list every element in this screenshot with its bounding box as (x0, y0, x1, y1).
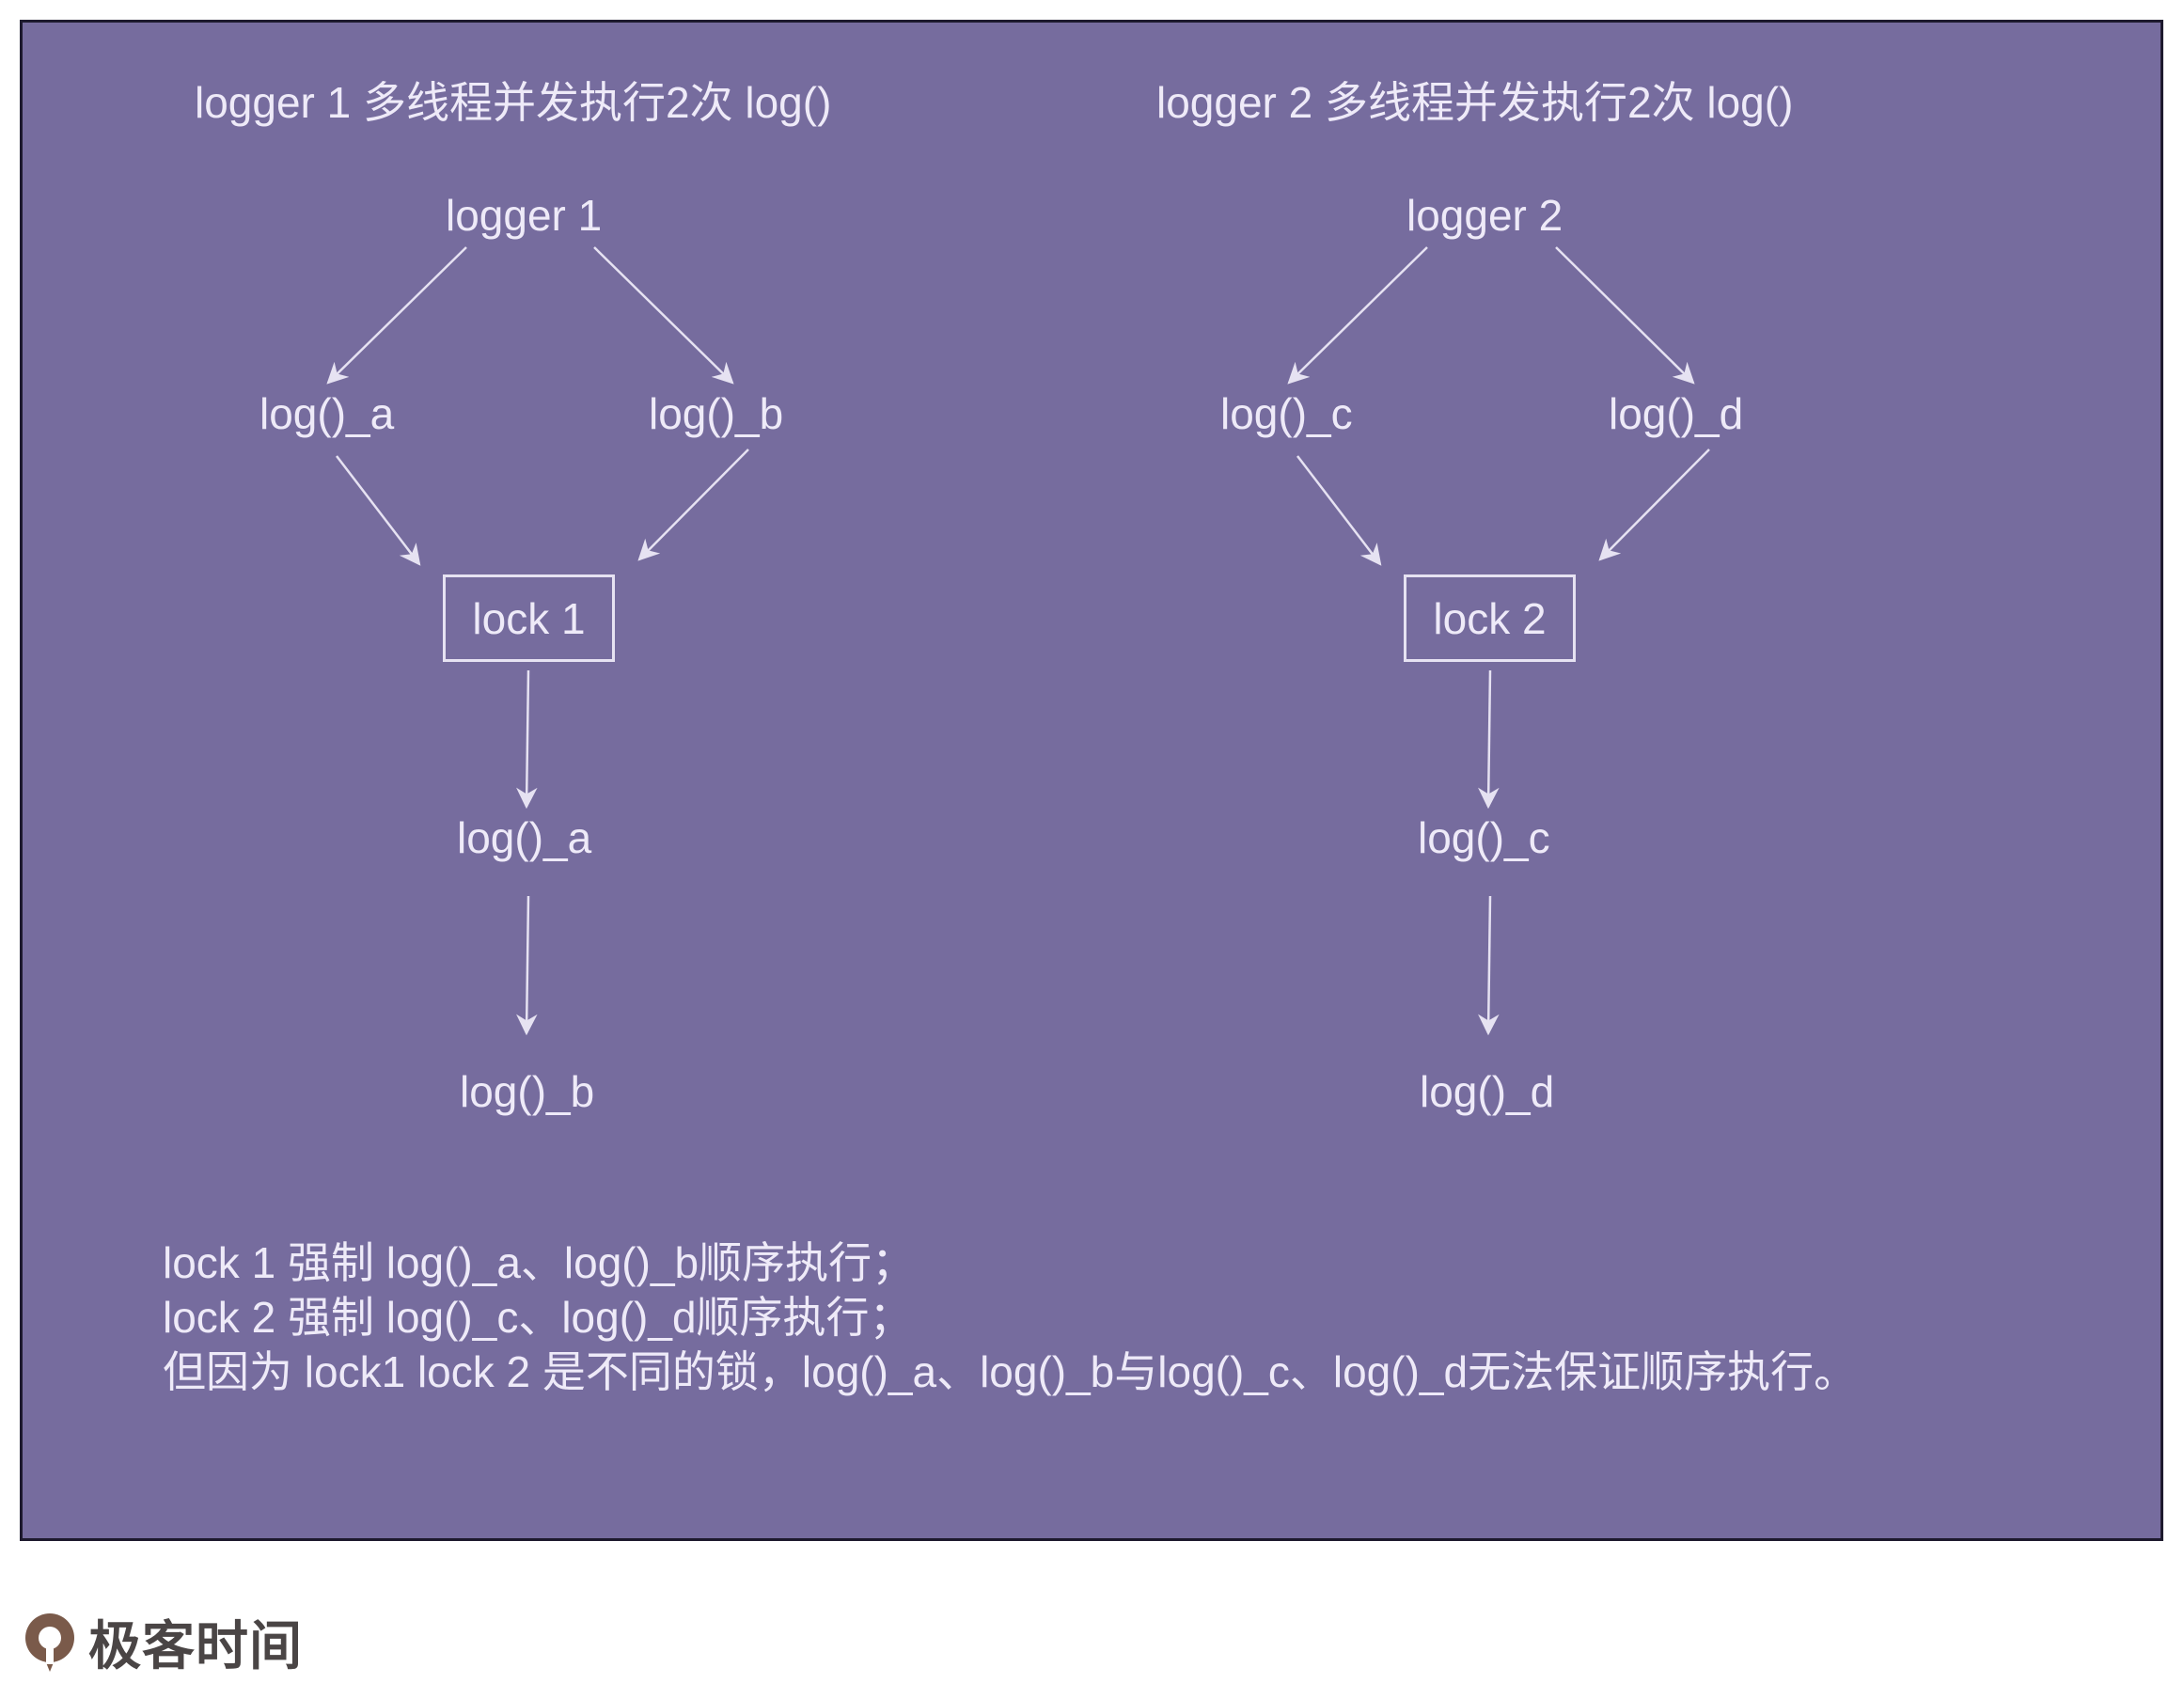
left-logger-node: logger 1 (446, 191, 603, 240)
geektime-logo: 极客时间 (21, 1604, 303, 1680)
left-call-b-node: log()_b (649, 389, 784, 438)
summary-text: lock 1 强制 log()_a、log()_b顺序执行； lock 2 强制… (163, 1235, 1857, 1399)
right-title: logger 2 多线程并发执行2次 log() (1156, 78, 1794, 127)
geektime-logo-text: 极客时间 (88, 1616, 303, 1675)
left-call-a-node: log()_a (259, 389, 395, 438)
arrow-lock1-to-seq-a (516, 669, 538, 810)
summary-line-3: 但因为 lock1 lock 2 是不同的锁，log()_a、log()_b与l… (163, 1347, 1858, 1396)
right-call-c-node: log()_c (1220, 389, 1353, 438)
left-title: logger 1 多线程并发执行2次 log() (195, 78, 832, 127)
arrow-logger2-to-call-c (1287, 246, 1428, 385)
arrow-logger1-to-call-b (593, 246, 734, 385)
diagram-panel (20, 20, 2163, 1541)
right-seq-first-node: log()_c (1418, 813, 1550, 862)
left-lock-box: lock 1 (443, 574, 615, 662)
arrow-logger1-to-call-a (326, 246, 467, 385)
arrow-call-a-to-lock1 (336, 455, 421, 566)
right-lock-box: lock 2 (1404, 574, 1576, 662)
left-seq-second-node: log()_b (460, 1067, 595, 1116)
arrow-lock2-to-seq-c (1478, 669, 1500, 810)
summary-line-1: lock 1 强制 log()_a、log()_b顺序执行； (163, 1238, 916, 1287)
summary-line-2: lock 2 强制 log()_c、log()_d顺序执行； (163, 1293, 913, 1342)
right-seq-second-node: log()_d (1420, 1067, 1555, 1116)
left-seq-first-node: log()_a (457, 813, 592, 862)
arrow-call-b-to-lock1 (637, 448, 749, 561)
right-call-d-node: log()_d (1609, 389, 1744, 438)
arrow-call-c-to-lock2 (1296, 455, 1382, 566)
arrow-logger2-to-call-d (1555, 246, 1695, 385)
arrow-seq-c-to-seq-d (1478, 895, 1500, 1036)
right-logger-node: logger 2 (1406, 191, 1563, 240)
arrow-seq-a-to-seq-b (516, 895, 538, 1036)
geektime-logo-icon (25, 1612, 74, 1672)
arrow-call-d-to-lock2 (1598, 448, 1710, 561)
